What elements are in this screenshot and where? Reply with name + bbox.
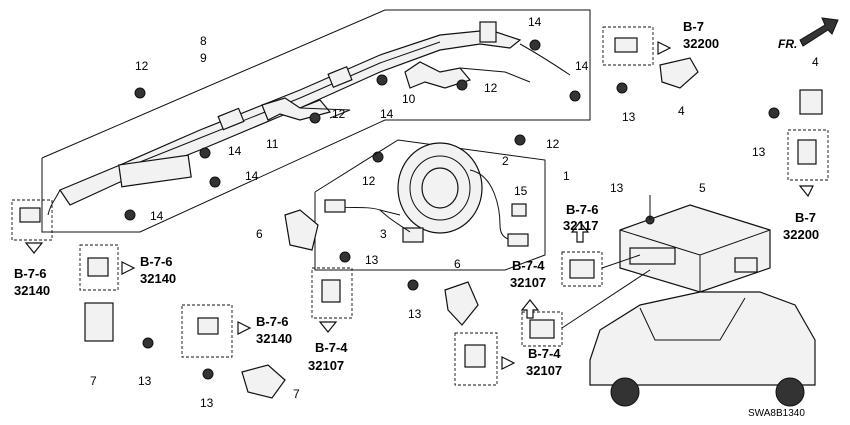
ref-label-r2[interactable]: B-7 32200 — [783, 210, 819, 242]
direction-label: FR. — [778, 37, 797, 51]
callout-14-f: 14 — [150, 209, 164, 223]
ref-arrow-right-r1 — [657, 41, 672, 55]
callout-14-a: 14 — [528, 15, 542, 29]
ref-r4-code: 32140 — [14, 283, 50, 298]
connector-box-right[interactable] — [787, 129, 829, 181]
front-direction-arrow-icon — [799, 17, 839, 47]
connector-box-32140-a[interactable] — [79, 244, 119, 291]
ref-label-r5[interactable]: B-7-6 32140 — [140, 254, 176, 286]
ref-r4-section: B-7-6 — [14, 266, 47, 281]
ref-arrow-right-r4 — [121, 261, 136, 275]
callout-13-b: 13 — [752, 145, 766, 159]
callout-4-a: 4 — [678, 104, 685, 118]
callout-7-b: 7 — [293, 387, 300, 401]
ref-r1-code: 32200 — [683, 36, 719, 51]
callout-10: 10 — [402, 92, 416, 106]
ref-arrow-down-r8 — [318, 321, 338, 333]
sensor-7-bottom[interactable] — [202, 364, 286, 399]
connector-box-32107-c[interactable] — [454, 332, 498, 386]
connector-box-32107-a[interactable] — [311, 267, 353, 319]
ref-r6-code: 32107 — [510, 275, 546, 290]
callout-4-b: 4 — [812, 55, 819, 69]
sensor-6-left[interactable] — [284, 209, 351, 263]
sensor-4-right[interactable] — [768, 89, 823, 119]
connector-box-32117[interactable] — [561, 251, 603, 287]
connector-box-left[interactable] — [11, 199, 53, 241]
ref-r5-section: B-7-6 — [140, 254, 173, 269]
callout-13-e: 13 — [408, 307, 422, 321]
ref-r6-section: B-7-4 — [512, 258, 545, 273]
callout-13-f: 13 — [138, 374, 152, 388]
callout-2: 2 — [502, 154, 509, 168]
ref-arrow-up-r6 — [520, 299, 540, 319]
ref-arrow-right-r9 — [501, 356, 516, 370]
callout-13-a: 13 — [622, 110, 636, 124]
ref-label-r6[interactable]: B-7-4 32107 — [510, 258, 546, 290]
curtain-airbag-assembly[interactable] — [47, 21, 571, 216]
ref-label-r1[interactable]: B-7 32200 — [683, 19, 719, 51]
ref-r3-code: 32117 — [563, 218, 598, 233]
ref-r9-code: 32107 — [526, 363, 562, 378]
callout-6-a: 6 — [256, 227, 263, 241]
callout-12-a: 12 — [135, 59, 149, 73]
callout-12-e: 12 — [362, 174, 376, 188]
curtain-airbag-frame — [41, 9, 591, 233]
ref-label-r7[interactable]: B-7-6 32140 — [256, 314, 292, 346]
callout-12-c: 12 — [332, 107, 346, 121]
ref-r8-section: B-7-4 — [315, 340, 348, 355]
callout-5: 5 — [699, 181, 706, 195]
ref-r3-section: B-7-6 — [566, 202, 599, 217]
callout-13-g: 13 — [200, 396, 214, 410]
ref-r9-section: B-7-4 — [528, 346, 561, 361]
callout-14-e: 14 — [245, 169, 259, 183]
ref-label-r9[interactable]: B-7-4 32107 — [526, 346, 562, 378]
callout-12-b: 12 — [484, 81, 498, 95]
callout-11: 11 — [266, 137, 279, 151]
callout-8: 8 — [200, 34, 207, 48]
ref-arrow-down-left — [24, 242, 44, 254]
sensor-7-left[interactable] — [84, 302, 154, 349]
ref-r2-section: B-7 — [795, 210, 816, 225]
diagram-code: SWA8B1340 — [748, 408, 805, 419]
ref-label-r8[interactable]: B-7-4 32107 — [308, 340, 348, 373]
ref-arrow-right-r7 — [237, 321, 252, 335]
ref-r5-code: 32140 — [140, 271, 176, 286]
sensor-6-middle[interactable] — [407, 279, 479, 326]
connector-box-b7-top[interactable] — [602, 26, 654, 66]
callout-15: 15 — [514, 184, 528, 198]
ref-r1-section: B-7 — [683, 19, 704, 34]
ref-r7-section: B-7-6 — [256, 314, 289, 329]
callout-14-c: 14 — [380, 107, 394, 121]
vehicle-outline — [589, 291, 816, 407]
callout-7-a: 7 — [90, 374, 97, 388]
ref-arrow-down-r2 — [798, 185, 814, 198]
callout-1: 1 — [563, 169, 570, 183]
bracket-10[interactable] — [404, 61, 472, 89]
callout-14-b: 14 — [575, 59, 589, 73]
ref-label-r4[interactable]: B-7-6 32140 — [14, 266, 50, 298]
ref-r8-code: 32107 — [308, 358, 344, 373]
ref-arrow-up-r3 — [570, 221, 590, 243]
clock-spring[interactable] — [324, 142, 529, 247]
connector-box-32107-b[interactable] — [521, 311, 563, 347]
ref-r2-code: 32200 — [783, 227, 819, 242]
ref-label-r3[interactable]: B-7-6 32117 — [563, 202, 599, 233]
callout-3: 3 — [380, 227, 387, 241]
callout-9: 9 — [200, 51, 207, 65]
callout-13-d: 13 — [365, 253, 379, 267]
sensor-4-top[interactable] — [616, 57, 699, 94]
callout-14-d: 14 — [228, 144, 242, 158]
callout-6-b: 6 — [454, 257, 461, 271]
callout-13-c: 13 — [610, 181, 624, 195]
ref-r7-code: 32140 — [256, 331, 292, 346]
connector-box-32140-b[interactable] — [181, 304, 233, 358]
clock-spring-frame — [314, 139, 546, 271]
srs-unit[interactable] — [619, 195, 771, 293]
callout-12-d: 12 — [546, 137, 560, 151]
